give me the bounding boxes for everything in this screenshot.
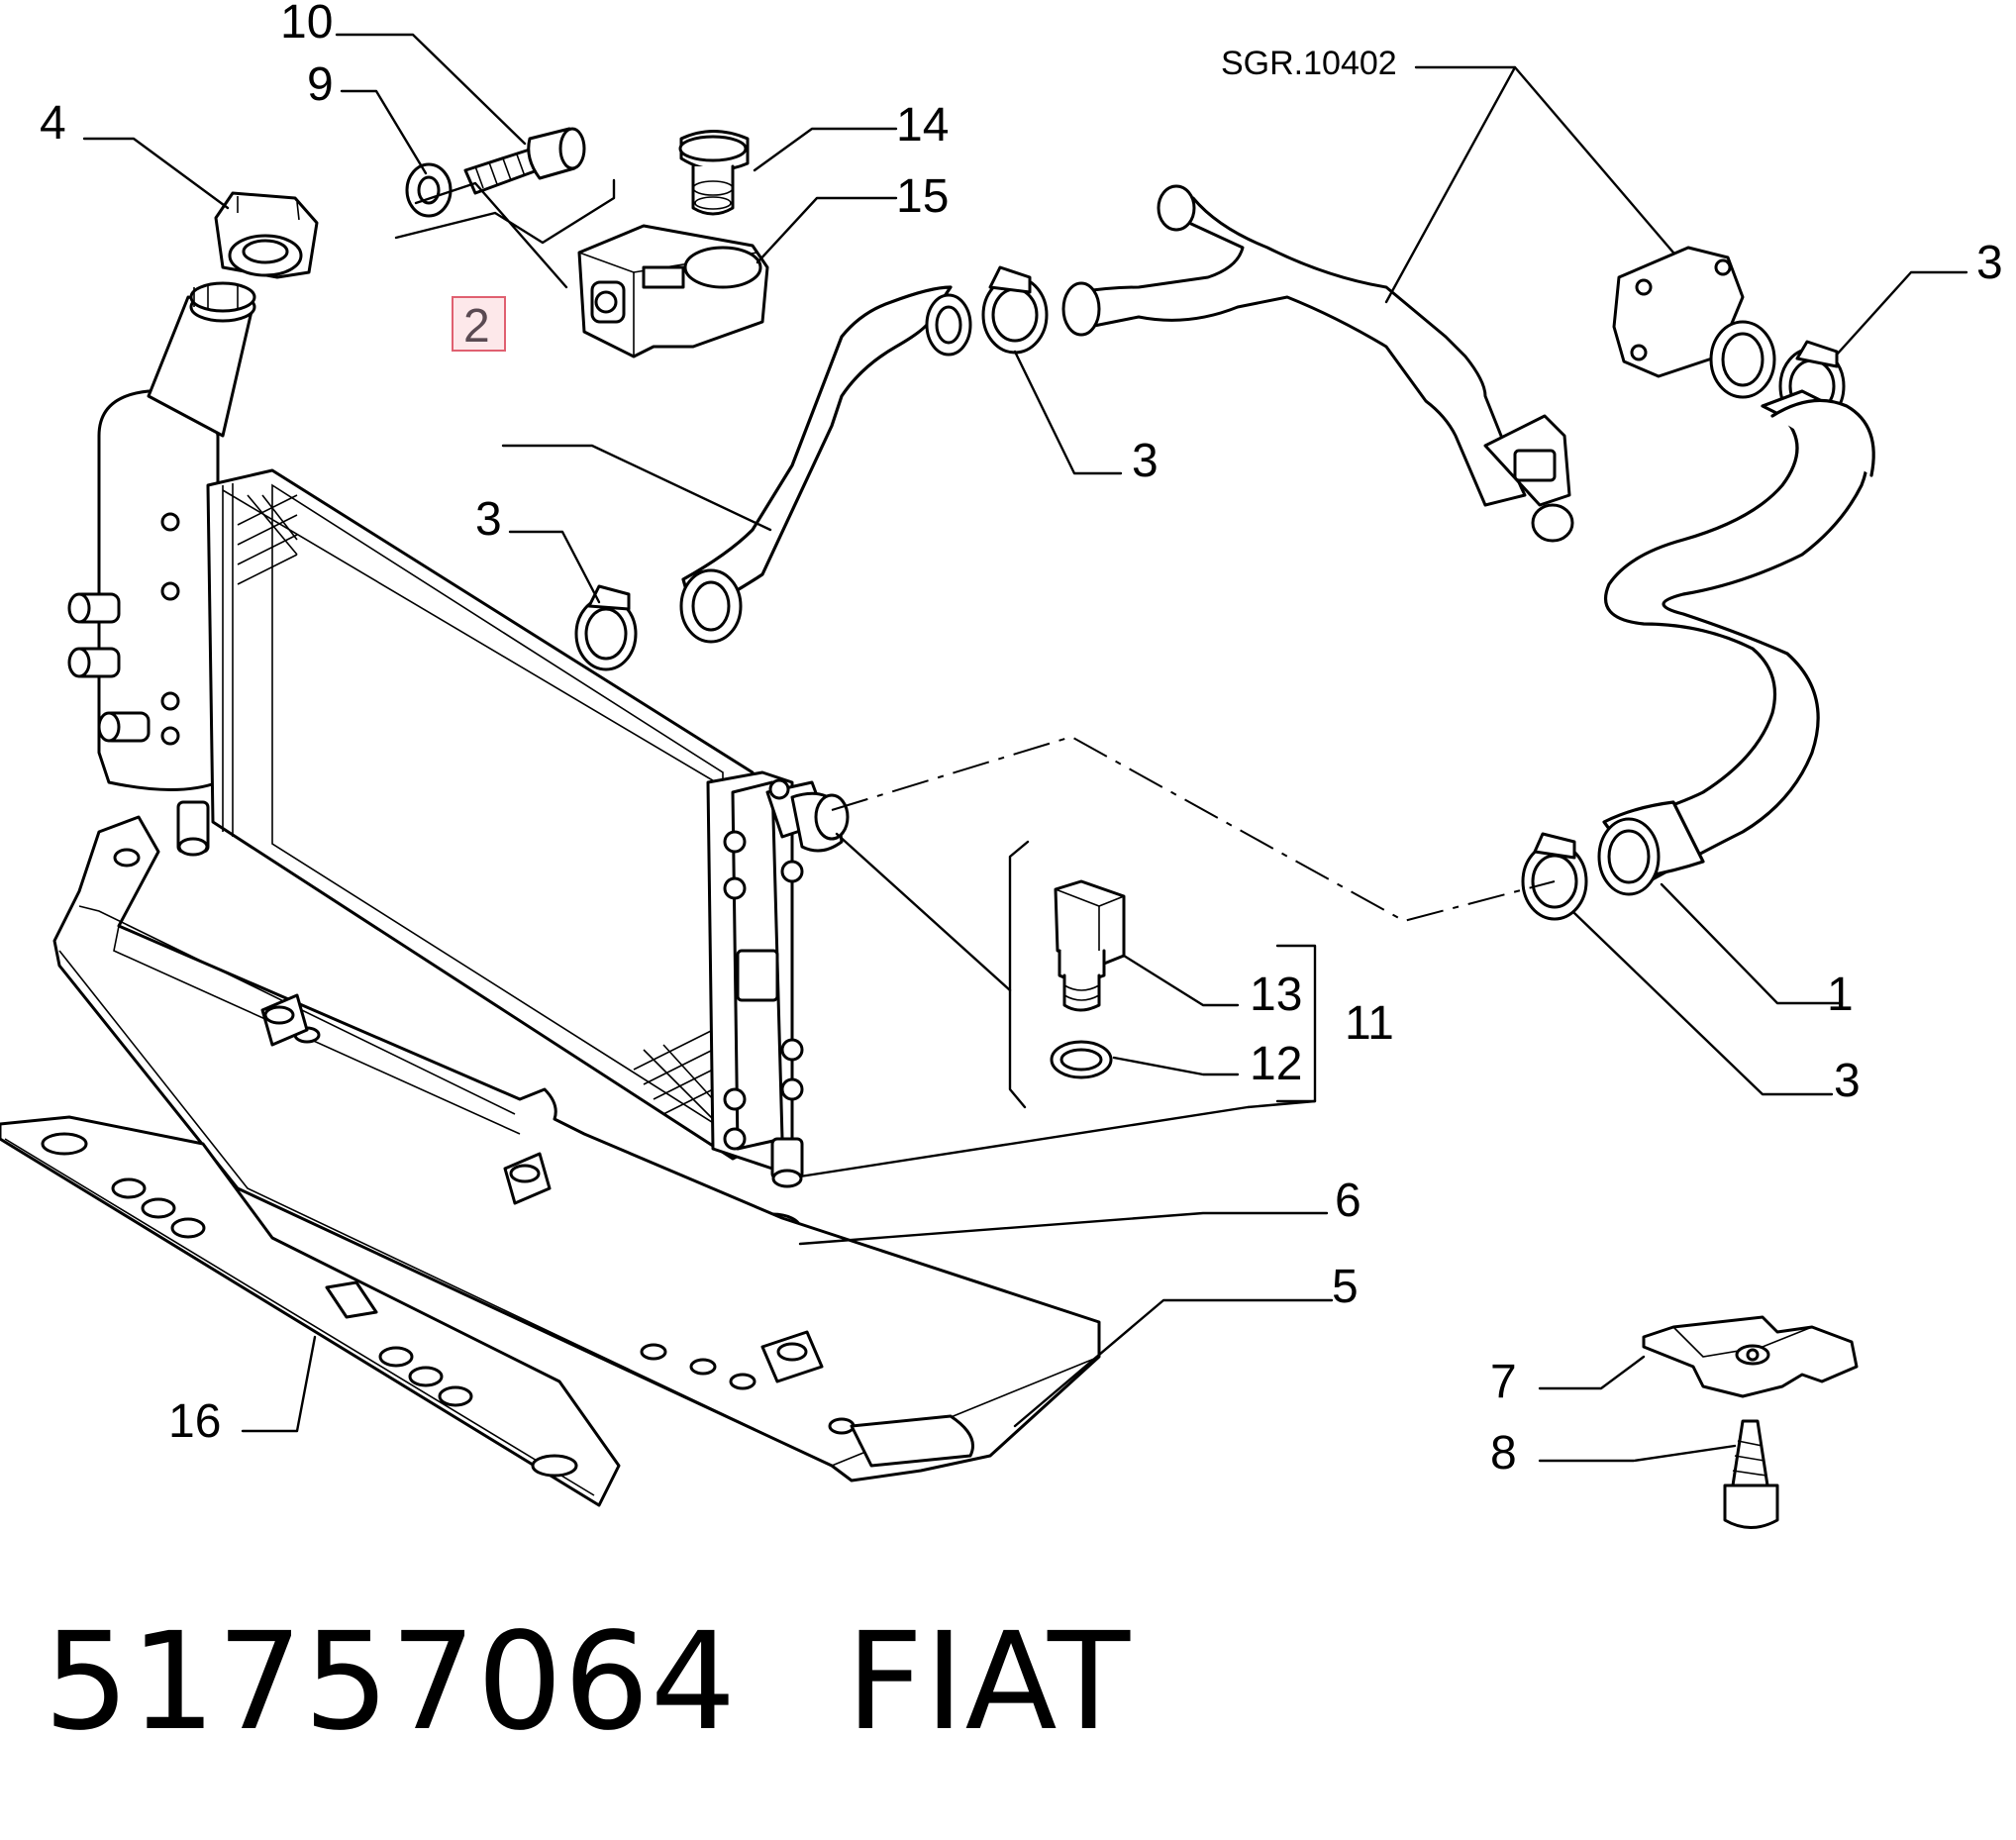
callout-4[interactable]: 4 <box>40 97 66 150</box>
reference-dashline <box>831 735 1556 923</box>
callout-3-left[interactable]: 3 <box>475 493 502 546</box>
grommet-upper <box>678 130 750 216</box>
callout-6[interactable]: 6 <box>1335 1175 1361 1227</box>
washer <box>405 162 453 218</box>
callout-10[interactable]: 10 <box>280 0 333 49</box>
callout-7[interactable]: 7 <box>1490 1356 1517 1408</box>
callout-12[interactable]: 12 <box>1250 1038 1302 1090</box>
upper-hose <box>679 285 972 644</box>
bolt <box>463 127 586 195</box>
callout-11[interactable]: 11 <box>1345 997 1394 1050</box>
lower-crossmember <box>52 815 1101 1482</box>
bracket-11 <box>1275 944 1317 1103</box>
callout-1[interactable]: 1 <box>1827 969 1854 1021</box>
lower-hose <box>1597 389 1875 896</box>
radiator-core-fins <box>237 494 714 1120</box>
brand-name: FIAT <box>846 1604 1132 1761</box>
callout-3-lower-right[interactable]: 3 <box>1834 1055 1861 1107</box>
selected-callout-highlight <box>452 296 506 352</box>
radiator-cap <box>214 191 319 279</box>
lower-panel <box>0 1115 621 1507</box>
callout-3-upper[interactable]: 3 <box>1132 435 1159 487</box>
drain-plug <box>1054 879 1126 1012</box>
hose-clamp-upper <box>981 265 1049 355</box>
hose-clamp-right-low <box>1521 832 1588 921</box>
footer-caption: 51757064 FIAT <box>44 1604 1131 1761</box>
mounting-bracket <box>1642 1315 1859 1398</box>
bracket-line-left <box>1008 840 1030 1109</box>
fixing-screw <box>1723 1419 1779 1529</box>
callout-3-top-right[interactable]: 3 <box>1976 237 2003 289</box>
callout-14[interactable]: 14 <box>896 99 949 152</box>
leader-lines <box>82 33 1968 1463</box>
radiator <box>67 281 850 1188</box>
coolant-pipe-assembly <box>1061 184 1574 543</box>
callout-8[interactable]: 8 <box>1490 1427 1517 1480</box>
sealing-ring <box>1050 1040 1113 1079</box>
reference-label[interactable]: SGR.10402 <box>1221 45 1397 82</box>
callout-9[interactable]: 9 <box>307 58 334 111</box>
hose-clamp-mid <box>574 584 638 671</box>
part-number: 51757064 <box>44 1604 738 1761</box>
callout-2[interactable]: 2 <box>463 300 490 353</box>
callout-13[interactable]: 13 <box>1250 969 1302 1021</box>
thermostat-housing <box>1612 246 1776 399</box>
callout-5[interactable]: 5 <box>1332 1261 1359 1313</box>
callout-16[interactable]: 16 <box>168 1395 221 1448</box>
callout-15[interactable]: 15 <box>896 170 949 223</box>
hose-bracket <box>577 224 769 358</box>
